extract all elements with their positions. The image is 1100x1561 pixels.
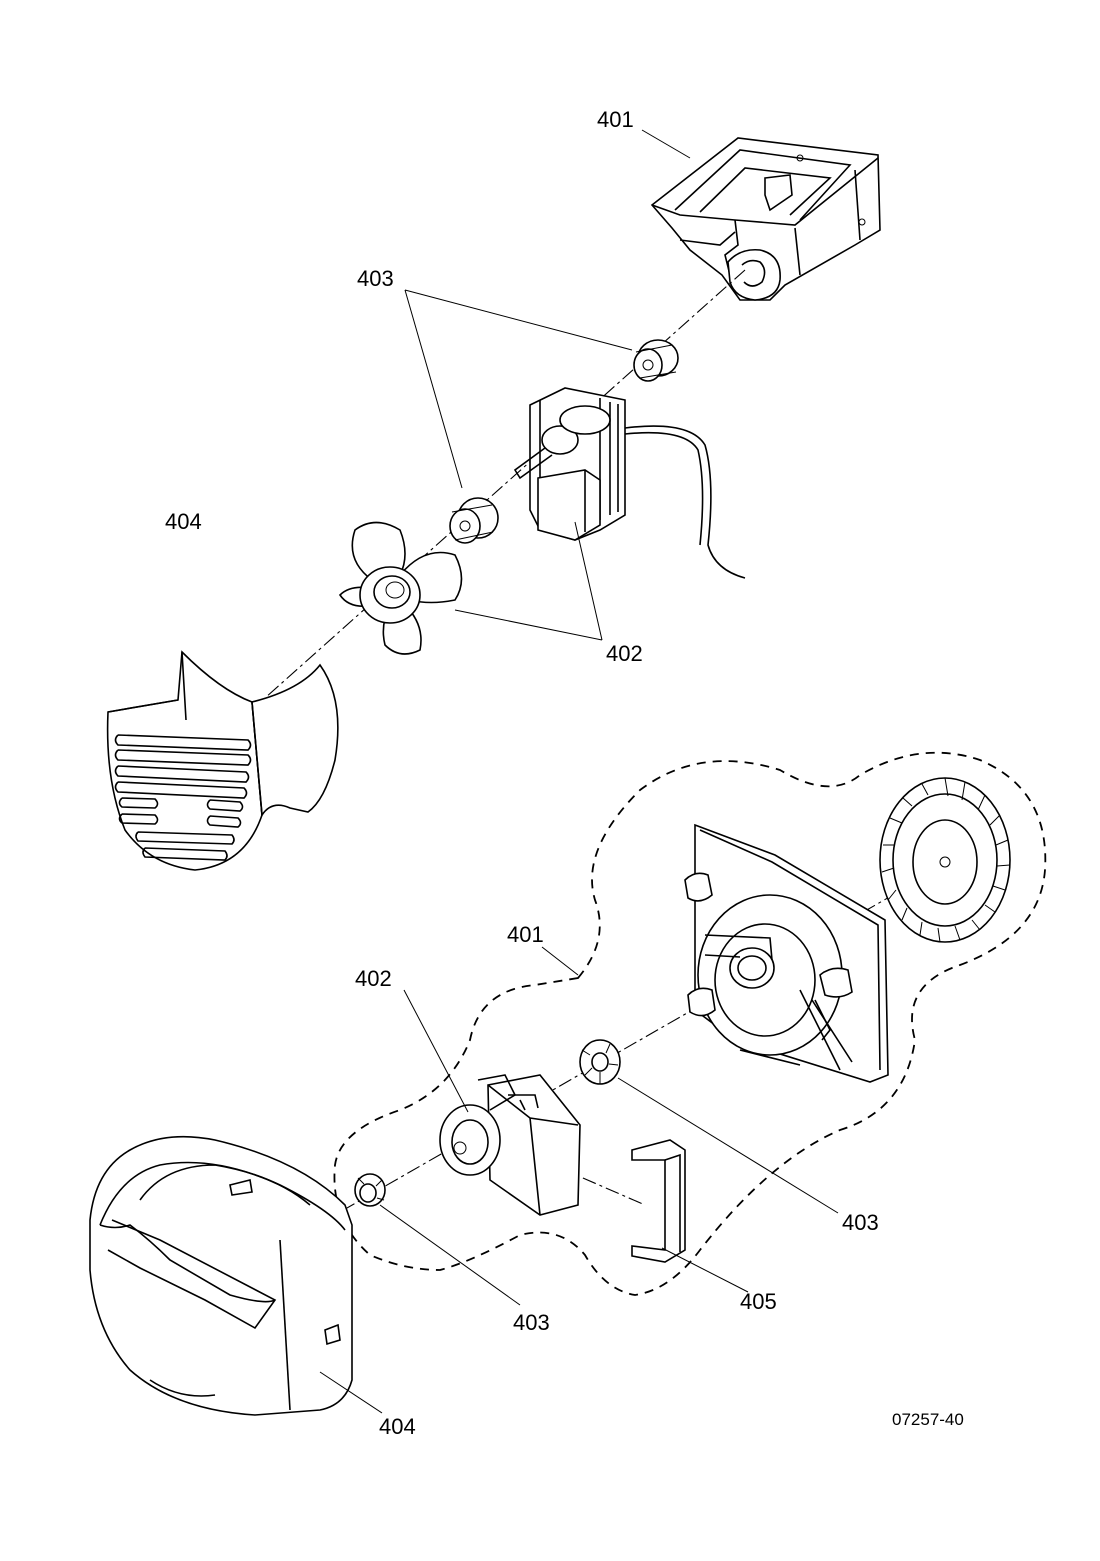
leader-line-lower-403-left <box>379 1204 521 1306</box>
lower-clip-axis <box>559 1167 646 1206</box>
callout-upper-403: 403 <box>357 266 394 291</box>
callout-lower-404: 404 <box>379 1414 416 1439</box>
lower-blower-housing <box>684 823 889 1083</box>
leader-line-lower-404 <box>319 1371 383 1414</box>
upper-bushing-403-left <box>449 497 499 544</box>
lower-clip-405 <box>631 1139 686 1263</box>
lower-motor-402 <box>439 1074 581 1216</box>
callout-upper-404: 404 <box>165 509 202 534</box>
callout-lower-402: 402 <box>355 966 392 991</box>
callout-lower-403-right: 403 <box>842 1210 879 1235</box>
leader-line-lower-405 <box>661 1247 749 1293</box>
upper-fan-cover-404 <box>106 650 339 871</box>
leader-line-upper-402 <box>454 521 603 641</box>
upper-bushing-403-right <box>633 339 679 382</box>
leader-line-upper-403 <box>404 289 633 489</box>
upper-bracket-401 <box>650 137 881 301</box>
upper-motor-402 <box>513 387 746 579</box>
lower-blower-wheel <box>879 777 1011 943</box>
drawing-number: 07257-40 <box>892 1410 964 1429</box>
upper-assembly-axis <box>264 269 746 699</box>
lower-assembly-axis <box>339 867 941 1213</box>
assembly-401-boundary <box>333 751 1047 1296</box>
lower-cover-404 <box>89 1135 353 1416</box>
upper-fan-blade-402 <box>338 521 463 655</box>
callout-lower-401: 401 <box>507 922 544 947</box>
callout-upper-401: 401 <box>597 107 634 132</box>
callout-lower-405: 405 <box>740 1289 777 1314</box>
callout-lower-403-left: 403 <box>513 1310 550 1335</box>
callout-upper-402: 402 <box>606 641 643 666</box>
leader-line-lower-402 <box>403 989 469 1113</box>
leader-line-lower-401 <box>541 946 579 976</box>
leader-line-lower-403-right <box>617 1077 839 1214</box>
leader-line-upper-401 <box>641 129 691 159</box>
lower-bushing-403-right <box>579 1039 621 1085</box>
lower-bushing-403-left <box>354 1173 386 1207</box>
